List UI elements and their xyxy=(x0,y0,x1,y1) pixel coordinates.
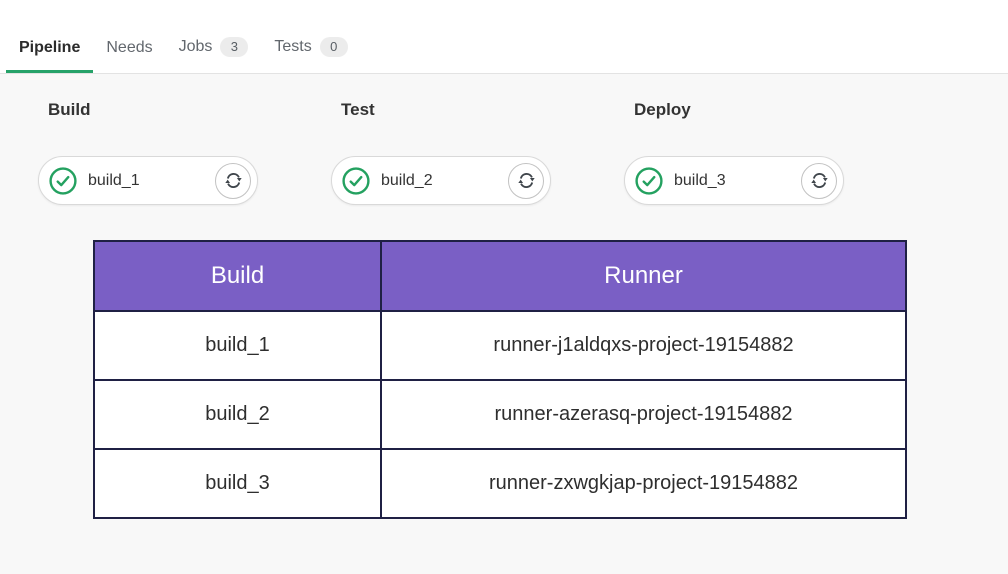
build-cell: build_2 xyxy=(94,380,381,449)
job-name: build_1 xyxy=(88,172,140,190)
tab-pipeline-label: Pipeline xyxy=(19,39,80,57)
retry-icon xyxy=(517,171,536,190)
stage-test: Test build_2 xyxy=(331,100,624,205)
job-pill-build-2-left: build_2 xyxy=(342,167,433,195)
stage-test-title: Test xyxy=(341,100,624,120)
table-header-row: Build Runner xyxy=(94,241,906,311)
build-cell: build_3 xyxy=(94,449,381,518)
tab-tests-label: Tests xyxy=(274,38,311,56)
tab-jobs-label: Jobs xyxy=(179,38,213,56)
retry-icon xyxy=(224,171,243,190)
job-pill-build-1-left: build_1 xyxy=(49,167,140,195)
job-pill-build-3[interactable]: build_3 xyxy=(624,156,844,205)
column-header-runner: Runner xyxy=(381,241,906,311)
tab-tests[interactable]: Tests 0 xyxy=(261,31,360,73)
jobs-count-badge: 3 xyxy=(220,37,248,57)
stage-build-title: Build xyxy=(48,100,331,120)
check-circle-icon xyxy=(49,167,77,195)
tests-count-badge: 0 xyxy=(320,37,348,57)
retry-button[interactable] xyxy=(215,163,251,199)
job-pill-build-3-left: build_3 xyxy=(635,167,726,195)
build-runner-table: Build Runner build_1 runner-j1aldqxs-pro… xyxy=(93,240,907,519)
column-header-build: Build xyxy=(94,241,381,311)
job-name: build_3 xyxy=(674,172,726,190)
table-row: build_1 runner-j1aldqxs-project-19154882 xyxy=(94,311,906,380)
tab-needs[interactable]: Needs xyxy=(93,33,165,73)
stage-deploy-title: Deploy xyxy=(634,100,917,120)
table-row: build_2 runner-azerasq-project-19154882 xyxy=(94,380,906,449)
retry-button[interactable] xyxy=(801,163,837,199)
pipeline-graph: Build build_1 Test xyxy=(0,74,1008,205)
build-cell: build_1 xyxy=(94,311,381,380)
job-pill-build-2[interactable]: build_2 xyxy=(331,156,551,205)
retry-button[interactable] xyxy=(508,163,544,199)
tab-pipeline[interactable]: Pipeline xyxy=(6,33,93,73)
check-circle-icon xyxy=(342,167,370,195)
tab-jobs[interactable]: Jobs 3 xyxy=(166,31,262,73)
retry-icon xyxy=(810,171,829,190)
pipeline-tabs-bar: Pipeline Needs Jobs 3 Tests 0 xyxy=(0,0,1008,74)
job-name: build_2 xyxy=(381,172,433,190)
runner-cell: runner-j1aldqxs-project-19154882 xyxy=(381,311,906,380)
tab-needs-label: Needs xyxy=(106,39,152,57)
stage-deploy: Deploy build_3 xyxy=(624,100,917,205)
check-circle-icon xyxy=(635,167,663,195)
runner-cell: runner-zxwgkjap-project-19154882 xyxy=(381,449,906,518)
job-pill-build-1[interactable]: build_1 xyxy=(38,156,258,205)
runner-cell: runner-azerasq-project-19154882 xyxy=(381,380,906,449)
table-row: build_3 runner-zxwgkjap-project-19154882 xyxy=(94,449,906,518)
stage-build: Build build_1 xyxy=(38,100,331,205)
